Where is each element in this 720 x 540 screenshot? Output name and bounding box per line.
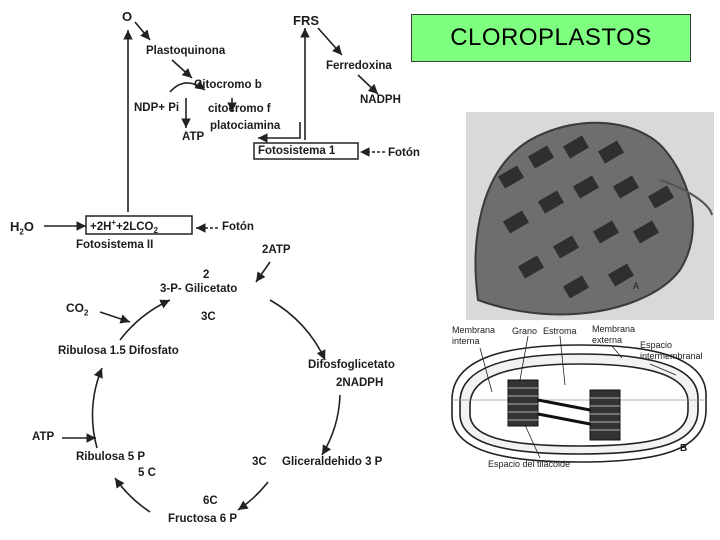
leader-estroma — [559, 335, 566, 386]
arc-to-fructosa — [237, 481, 269, 511]
label-ferredoxina: Ferredoxina — [326, 60, 392, 72]
arc-to-ribulosa-5p — [114, 477, 151, 513]
arrow-plastoquinona — [134, 21, 151, 41]
leader-membrana-externa — [611, 345, 623, 359]
label-fotosistema-1: Fotosistema 1 — [258, 145, 336, 157]
grana-stacks — [507, 379, 621, 441]
label-ribulosa-difosfato: Ribulosa 1.5 Difosfato — [58, 345, 179, 357]
label-ribulosa-5p: Ribulosa 5 P — [76, 451, 146, 463]
label-membrana-externa: Membrana externa — [592, 324, 636, 345]
micrograph-chloroplast — [466, 112, 714, 320]
pool-box — [85, 215, 193, 235]
arrow-2atp-in — [255, 261, 271, 283]
label-citocromo-f: citocromo f — [208, 103, 271, 115]
leader-espacio-intermembranal — [649, 363, 677, 376]
label-nadph: NADPH — [360, 94, 401, 106]
label-plastoquinona: Plastoquinona — [146, 45, 226, 57]
arc-gilicetato-difosfoglicetato — [269, 299, 326, 361]
label-2atp: 2ATP — [262, 244, 291, 256]
label-atp-left: ATP — [32, 431, 55, 443]
label-frs: FRS — [293, 13, 319, 28]
arrow-co2 — [99, 311, 131, 324]
arc-to-ribulosa-difosfato — [91, 367, 103, 449]
label-grano: Grano — [512, 326, 538, 336]
fotosistema-1-box — [253, 142, 359, 160]
page-title: CLOROPLASTOS — [411, 14, 691, 62]
leader-espacio-tilacoide — [524, 424, 541, 459]
label-2nadph: 2NADPH — [336, 377, 384, 389]
label-co2: CO2 — [66, 301, 89, 318]
label-3c-top: 3C — [201, 311, 216, 323]
arc-to-gliceraldehido — [321, 394, 341, 456]
label-foton-1: Fotón — [388, 147, 420, 159]
label-6c: 6C — [203, 495, 218, 507]
leader-grano — [519, 335, 529, 381]
label-citocromo-b: Citocromo b — [194, 79, 262, 91]
arrow-curve-citocromo — [169, 80, 206, 93]
schematic-chloroplast — [451, 344, 707, 463]
label-schematic-b: B — [680, 443, 688, 454]
label-gilicetato: 3-P- Gilicetato — [160, 283, 238, 295]
label-fructosa: Fructosa 6 P — [168, 513, 238, 525]
arrow-citocromo-b — [171, 59, 193, 79]
arrow-nadph — [357, 74, 379, 95]
label-micrograph-a: A — [633, 281, 640, 291]
label-atp: ATP — [182, 131, 205, 143]
label-foton-2: Fotón — [222, 221, 254, 233]
label-ndp-pi: NDP+ Pi — [134, 102, 180, 114]
label-espacio-intermembranal: Espacio intermembranal — [640, 340, 703, 361]
label-pool: +2H++2LCO2 — [90, 218, 158, 236]
label-estroma: Estroma — [543, 326, 577, 336]
label-two: 2 — [203, 269, 210, 281]
label-difosfoglicetato: Difosfoglicetato — [308, 359, 395, 371]
label-5c: 5 C — [138, 467, 156, 479]
arrow-ferredoxina — [317, 27, 343, 56]
leader-membrana-interna — [479, 347, 493, 393]
arrow-fotosistema-1 — [258, 122, 301, 143]
label-gliceraldehido: Gliceraldehido 3 P — [282, 456, 383, 468]
label-o: O — [122, 9, 133, 24]
label-espacio-tilacoide: Espacio del tilacoide — [488, 459, 571, 469]
arc-to-gilicetato — [119, 299, 171, 341]
label-fotosistema-2: Fotosistema II — [76, 239, 154, 251]
label-plastocianina: platociamina — [210, 120, 281, 132]
label-h2o: H2O — [10, 219, 34, 237]
label-membrana-interna: Membrana interna — [452, 325, 496, 346]
label-3c-bottom: 3C — [252, 456, 267, 468]
